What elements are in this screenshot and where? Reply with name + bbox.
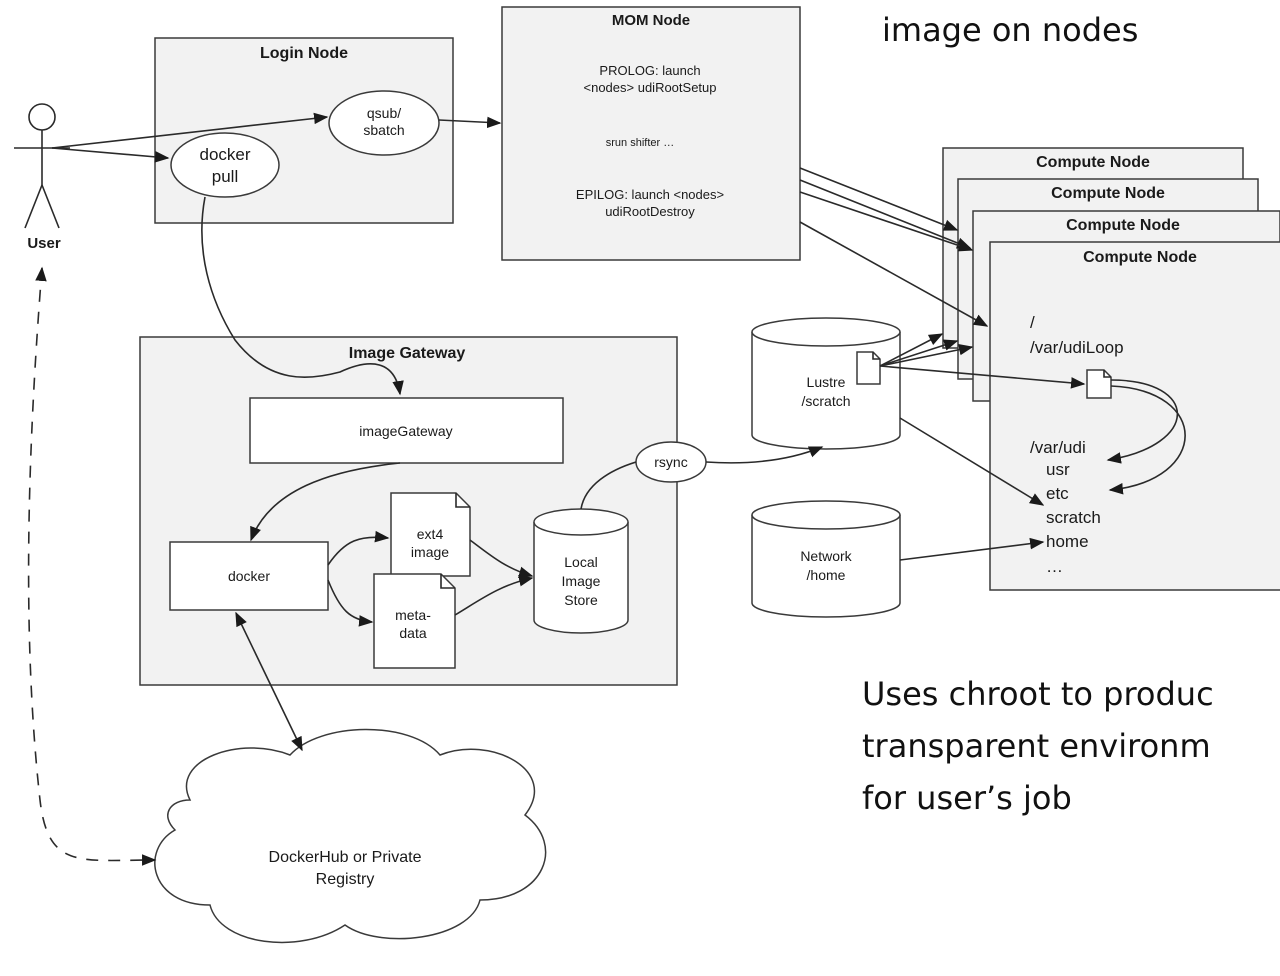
image-gateway: Image Gateway imageGateway docker ext4 i… bbox=[139, 336, 678, 686]
imagegateway-service-label: imageGateway bbox=[359, 423, 452, 439]
qsub-sbatch-ellipse bbox=[328, 90, 440, 156]
network-home-cylinder: Network /home bbox=[751, 500, 901, 618]
qsub-label: qsub/ bbox=[367, 105, 401, 121]
login-node: Login Node qsub/ sbatch docker pull bbox=[154, 37, 454, 224]
registry-label-2: Registry bbox=[316, 871, 375, 888]
path-var-udi: /var/udi bbox=[1030, 438, 1086, 457]
lustre-image-file-icon bbox=[856, 351, 881, 385]
metadata-doc bbox=[373, 573, 456, 669]
network-label-1: Network bbox=[800, 548, 852, 564]
docker-pull-ellipse bbox=[170, 132, 280, 198]
mom-node: MOM Node PROLOG: launch <nodes> udiRootS… bbox=[501, 6, 801, 261]
caption-line-2: transparent environm bbox=[862, 727, 1211, 765]
ext4-label-2: image bbox=[411, 544, 449, 560]
compute-node-title: Compute Node bbox=[1051, 185, 1165, 202]
lustre-label-2: /scratch bbox=[801, 393, 850, 409]
docker-pull-label-2: pull bbox=[212, 167, 238, 186]
rsync-label: rsync bbox=[654, 454, 687, 470]
registry-label-1: DockerHub or Private bbox=[269, 849, 422, 866]
local-store-label-3: Store bbox=[564, 592, 598, 608]
compute-node-title: Compute Node bbox=[1083, 249, 1197, 266]
compute-node-title: Compute Node bbox=[1036, 154, 1150, 171]
metadata-label-1: meta- bbox=[395, 607, 431, 623]
caption-line-1: Uses chroot to produc bbox=[862, 675, 1214, 713]
local-store-label-2: Image bbox=[562, 573, 601, 589]
dir-scratch: scratch bbox=[1046, 508, 1101, 527]
path-root: / bbox=[1030, 313, 1035, 332]
lustre-scratch-cylinder: Lustre /scratch bbox=[751, 317, 901, 450]
network-label-2: /home bbox=[807, 567, 846, 583]
connectors bbox=[27, 112, 1186, 866]
ext4-image-doc bbox=[390, 492, 471, 577]
dockerhub-registry-cloud: DockerHub or Private Registry bbox=[154, 728, 547, 944]
compute-node-stack: Compute Node Compute Node Compute Node C… bbox=[942, 147, 1280, 591]
local-store-label-1: Local bbox=[564, 554, 597, 570]
ext4-label-1: ext4 bbox=[417, 526, 444, 542]
prolog-line-1: PROLOG: launch bbox=[599, 63, 700, 78]
local-image-store-cylinder bbox=[533, 522, 629, 634]
epilog-line-1: EPILOG: launch <nodes> bbox=[576, 187, 724, 202]
login-node-title: Login Node bbox=[260, 45, 348, 62]
docker-box-label: docker bbox=[228, 568, 270, 584]
user-label: User bbox=[27, 235, 61, 252]
slide-title-fragment: image on nodes bbox=[882, 11, 1138, 49]
path-var-udiloop: /var/udiLoop bbox=[1030, 338, 1124, 357]
docker-box bbox=[169, 541, 329, 611]
dir-home: home bbox=[1046, 532, 1089, 551]
lustre-label-1: Lustre bbox=[807, 374, 846, 390]
image-gateway-title: Image Gateway bbox=[349, 345, 466, 362]
dir-more: … bbox=[1046, 557, 1063, 576]
dir-usr: usr bbox=[1046, 460, 1070, 479]
imagegateway-service-box bbox=[249, 397, 564, 464]
sbatch-label: sbatch bbox=[363, 122, 404, 138]
metadata-label-2: data bbox=[399, 625, 426, 641]
caption-line-3: for user’s job bbox=[862, 779, 1072, 817]
prolog-line-2: <nodes> udiRootSetup bbox=[584, 80, 717, 95]
srun-shifter-text: srun shifter … bbox=[606, 137, 674, 149]
compute-node-front bbox=[989, 241, 1280, 591]
dir-etc: etc bbox=[1046, 484, 1069, 503]
loop-image-file-icon bbox=[1086, 369, 1112, 399]
compute-node-title: Compute Node bbox=[1066, 217, 1180, 234]
user-actor: User bbox=[14, 103, 70, 252]
epilog-line-2: udiRootDestroy bbox=[605, 204, 695, 219]
docker-pull-label-1: docker bbox=[199, 145, 250, 164]
mom-node-title: MOM Node bbox=[612, 12, 690, 29]
